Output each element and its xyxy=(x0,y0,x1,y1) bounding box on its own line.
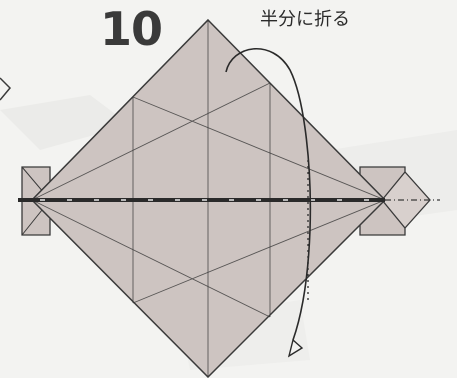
diagonal-creases xyxy=(31,82,386,318)
fold-arrow-head xyxy=(287,338,304,358)
step-number: 10 xyxy=(100,2,163,56)
previous-step-arrow xyxy=(0,77,12,101)
fold-arrow xyxy=(225,47,312,341)
fold-instruction: 半分に折る xyxy=(260,9,350,30)
